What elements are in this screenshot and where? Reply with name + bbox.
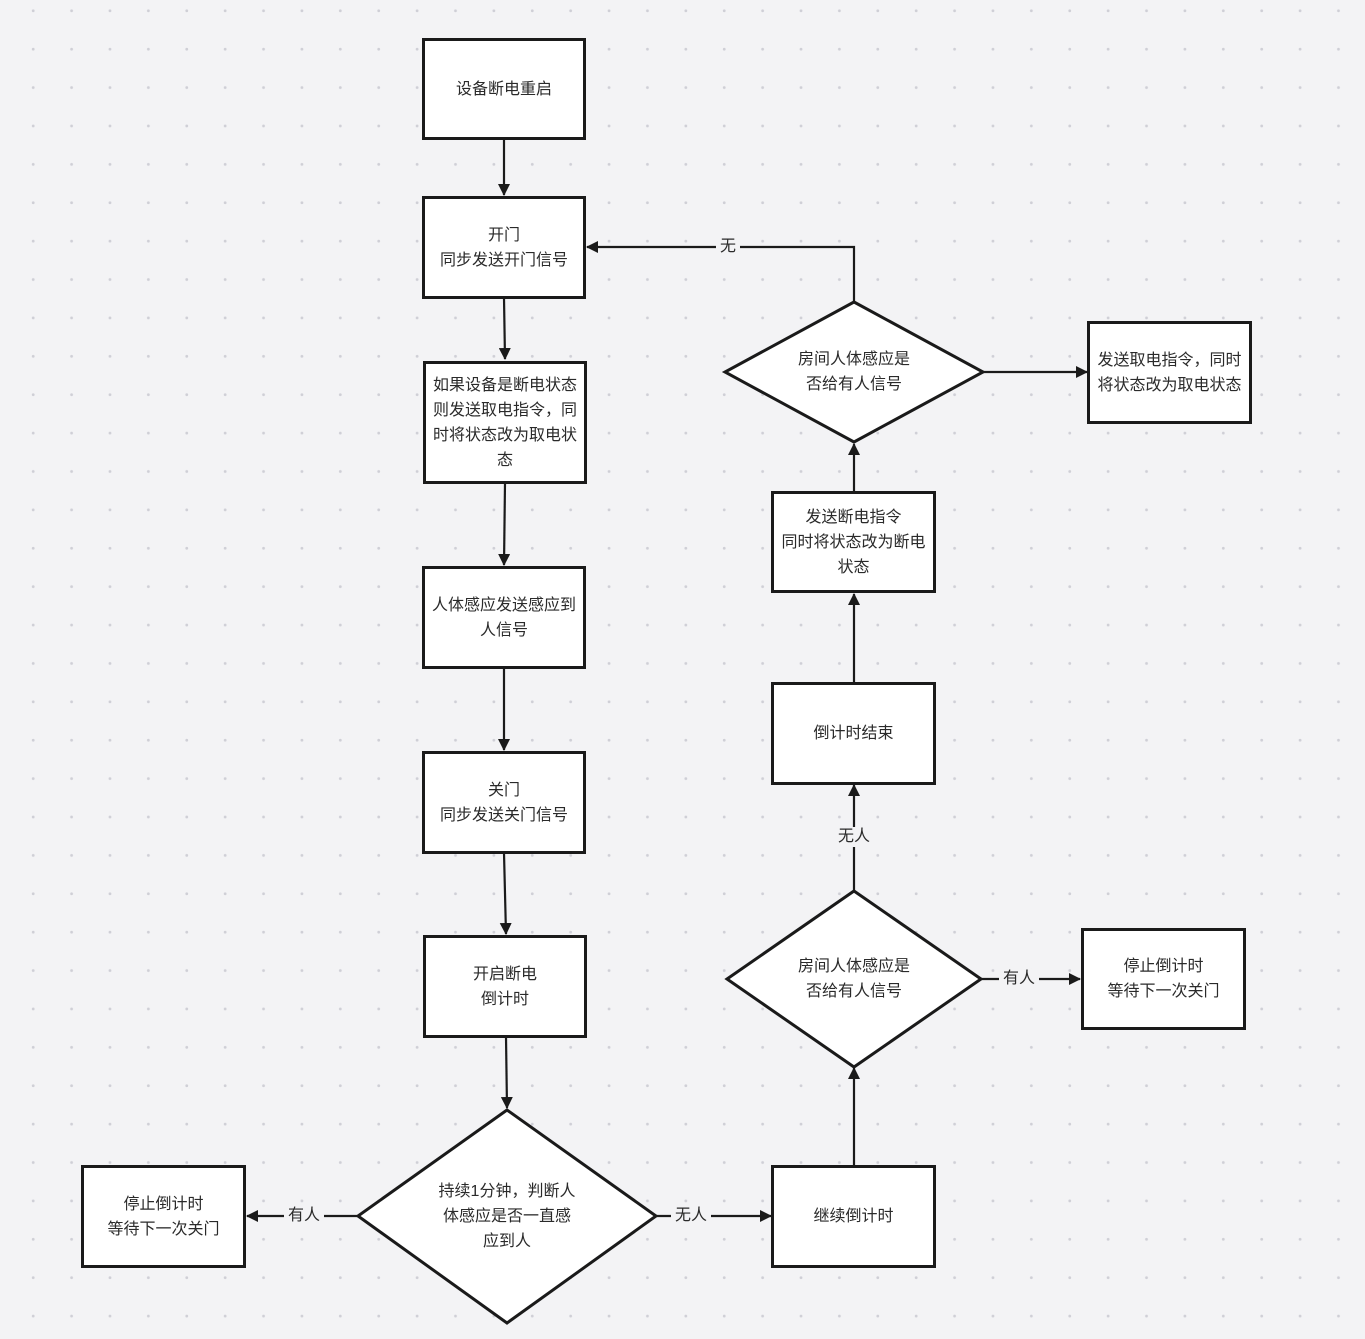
node-send-power-off: 发送断电指令 同时将状态改为断电 状态	[771, 491, 936, 593]
node-continue-countdown: 继续倒计时	[771, 1165, 936, 1268]
node-body-sense-send: 人体感应发送感应到 人信号	[422, 566, 586, 669]
edge-label-none: 无	[715, 237, 741, 257]
edge-label-no-one-up: 无人	[833, 827, 875, 847]
node-power-restart: 设备断电重启	[422, 38, 586, 140]
edge-label-no-one-bottom: 无人	[670, 1206, 712, 1226]
node-send-power-take: 发送取电指令，同时 将状态改为取电状态	[1087, 321, 1252, 424]
node-start-countdown-label: 开启断电 倒计时	[472, 965, 537, 1008]
decision-room-sense-lower-label: 房间人体感应是 否给有人信号	[770, 949, 938, 1009]
node-send-power-take-label: 发送取电指令，同时 将状态改为取电状态	[1097, 351, 1242, 394]
edge-label-someone-left: 有人	[283, 1206, 325, 1226]
decision-room-sense-upper-text: 房间人体感应是 否给有人信号	[797, 351, 910, 393]
decision-room-sense-lower	[724, 889, 984, 1069]
node-stop-countdown-right: 停止倒计时 等待下一次关门	[1081, 928, 1246, 1030]
decision-one-minute-check-text: 持续1分钟，判断人 体感应是否一直感 应到人	[438, 1182, 576, 1250]
node-open-door-label: 开门 同步发送开门信号	[439, 226, 568, 269]
node-countdown-end: 倒计时结束	[771, 682, 936, 785]
arrow-open-door-to-power-take	[498, 297, 511, 360]
node-stop-countdown-left-label: 停止倒计时 等待下一次关门	[107, 1195, 220, 1238]
node-countdown-end-label: 倒计时结束	[813, 725, 894, 742]
node-close-door: 关门 同步发送关门信号	[422, 751, 586, 854]
node-open-door: 开门 同步发送开门信号	[422, 196, 586, 299]
decision-one-minute-check-label: 持续1分钟，判断人 体感应是否一直感 应到人	[408, 1166, 606, 1266]
node-start-countdown: 开启断电 倒计时	[423, 935, 587, 1038]
node-power-take-check-label: 如果设备是断电状态 则发送取电指令，同 时将状态改为取电状 态	[432, 376, 577, 469]
node-close-door-label: 关门 同步发送关门信号	[439, 781, 568, 824]
decision-room-sense-lower-text: 房间人体感应是 否给有人信号	[797, 958, 910, 1000]
arrow-room-check-upper-to-open-door	[586, 241, 856, 302]
arrow-power-take-to-body-sense	[498, 482, 511, 566]
edge-label-someone-right: 有人	[998, 969, 1040, 989]
node-stop-countdown-right-label: 停止倒计时 等待下一次关门	[1107, 958, 1220, 1000]
arrow-countdown-to-minute-check	[500, 1036, 513, 1109]
decision-room-sense-upper-label: 房间人体感应是 否给有人信号	[770, 342, 938, 402]
node-send-power-off-label: 发送断电指令 同时将状态改为断电 状态	[781, 508, 926, 576]
node-stop-countdown-left: 停止倒计时 等待下一次关门	[81, 1165, 246, 1268]
node-power-restart-label: 设备断电重启	[455, 80, 552, 98]
node-body-sense-send-label: 人体感应发送感应到 人信号	[431, 596, 576, 639]
decision-room-sense-upper	[721, 300, 987, 444]
node-continue-countdown-label: 继续倒计时	[813, 1208, 894, 1225]
arrow-close-door-to-countdown	[499, 852, 512, 935]
node-power-take-check: 如果设备是断电状态 则发送取电指令，同 时将状态改为取电状 态	[423, 361, 587, 484]
decision-one-minute-check	[355, 1108, 659, 1325]
